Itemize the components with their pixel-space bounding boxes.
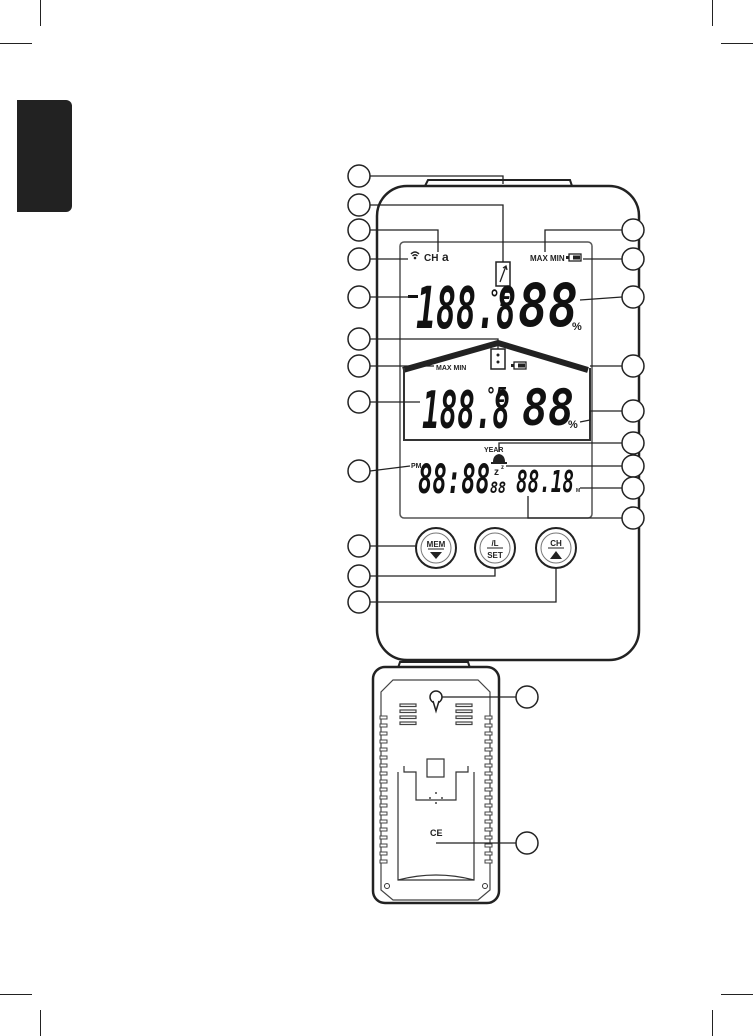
clock-date: 88.18 (516, 465, 574, 500)
clock-time: 88:88 (418, 457, 490, 503)
indoor-humidity-unit: % (568, 419, 578, 431)
date-suffix: M (576, 488, 580, 494)
set-button-label-top: /L (491, 539, 498, 548)
ch-button-label: CH (550, 539, 562, 548)
indoor-max-min: MAX MIN (436, 365, 466, 372)
snooze-icon (491, 349, 505, 369)
set-button-label-bottom: SET (487, 551, 503, 560)
ch-button[interactable]: CH (536, 528, 576, 568)
outdoor-temp-unit: °E (489, 287, 512, 312)
set-button[interactable]: /L SET (475, 528, 515, 568)
indoor-humidity: 88 (522, 379, 574, 437)
screw-hole (483, 884, 488, 889)
channel-digit: a (442, 250, 449, 264)
device-back: CE (373, 662, 499, 903)
callouts-back (516, 686, 538, 854)
ce-mark: CE (430, 828, 443, 838)
screw-hole (385, 884, 390, 889)
outdoor-max-min: MAX MIN (530, 254, 565, 263)
snooze-zz: z (494, 467, 499, 478)
channel-label: CH (424, 253, 438, 264)
year-label: YEAR (484, 447, 503, 454)
callouts-right (622, 219, 644, 529)
mem-button[interactable]: MEM (416, 528, 456, 568)
indoor-temp-unit: °E (486, 383, 507, 407)
outdoor-humidity: 88 (518, 271, 578, 341)
callouts-left (348, 165, 370, 613)
outdoor-humidity-unit: % (572, 321, 582, 333)
snooze-zz-small: z (501, 465, 504, 471)
clock-seconds: 88 (490, 478, 506, 497)
mem-button-label: MEM (427, 540, 446, 549)
